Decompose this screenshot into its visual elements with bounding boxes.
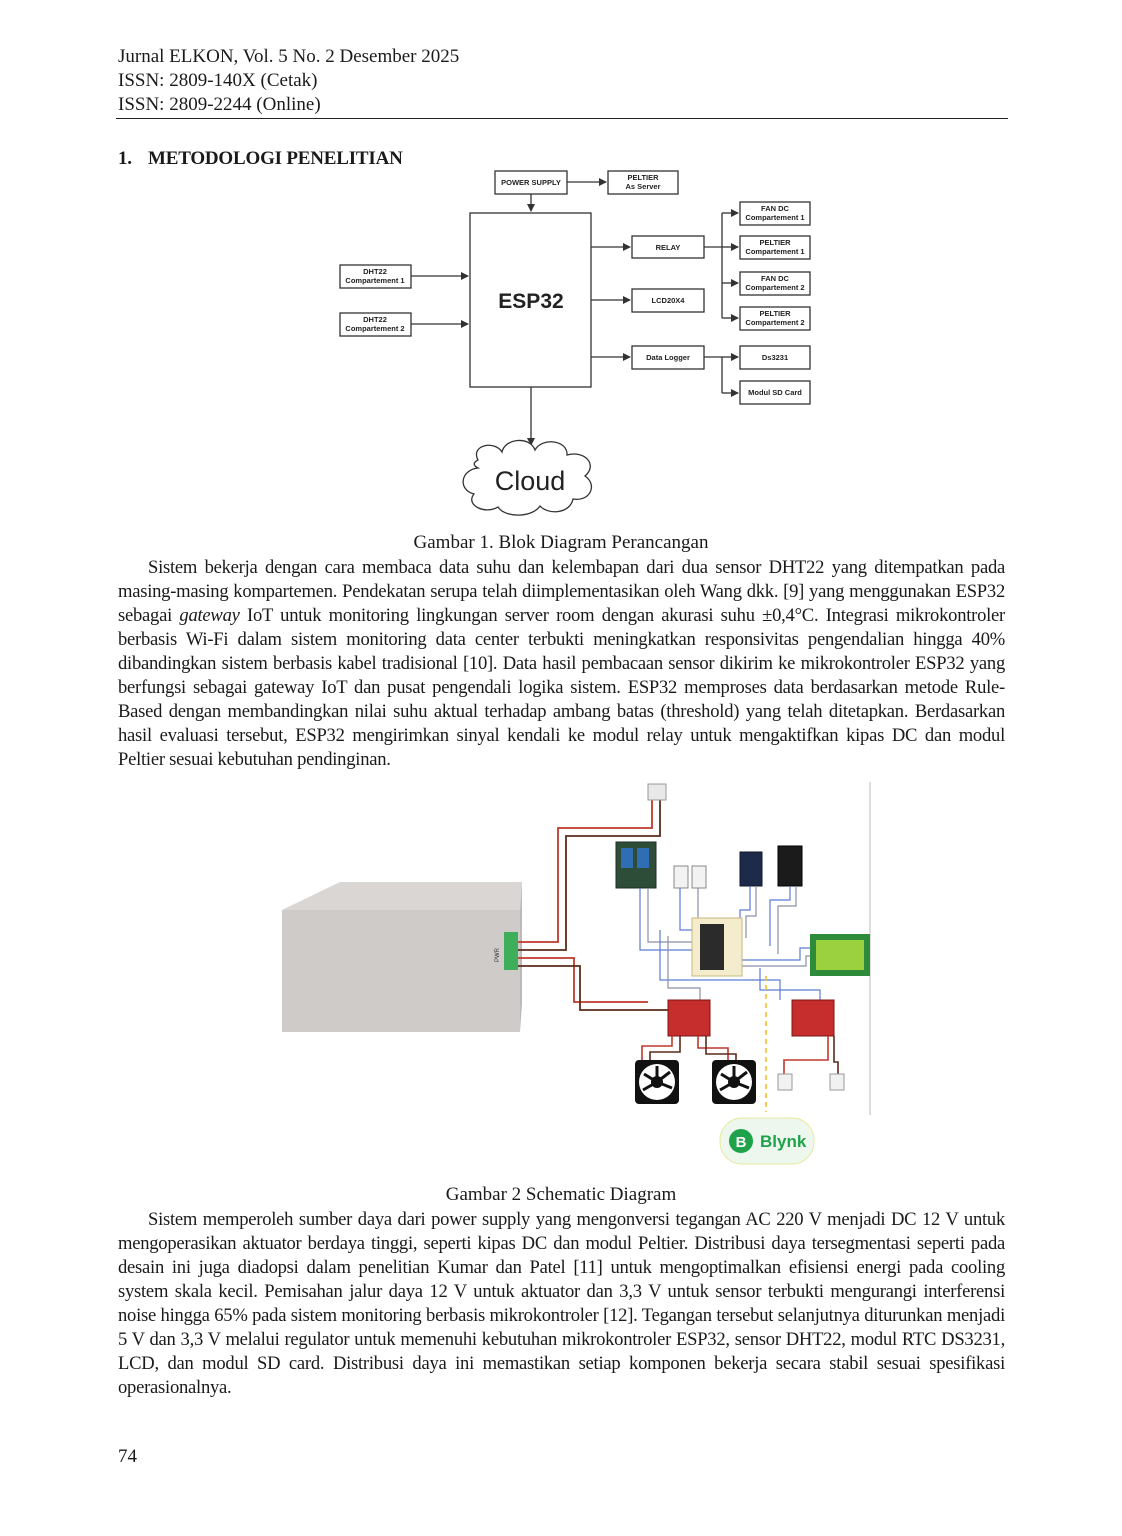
sd-card-label: Modul SD Card (748, 388, 802, 397)
dht22-sensor-2 (691, 865, 707, 889)
section-title-text: METODOLOGI PENELITIAN (148, 148, 403, 169)
figure-1-caption: Gambar 1. Blok Diagram Perancangan (413, 532, 709, 553)
peltier-server-label-2: As Server (625, 182, 660, 191)
fan-1-label-1: FAN DC (761, 204, 790, 213)
issn-online: ISSN: 2809-2244 (Online) (118, 94, 321, 115)
cloud-shape (462, 439, 593, 516)
paragraph-1-part-a: Sistem bekerja dengan cara membaca data … (118, 557, 1005, 626)
peltier-1-label-2: Compartement 1 (745, 247, 804, 256)
peltier-compartment-2-block (739, 306, 811, 331)
motor-driver-1 (667, 999, 711, 1037)
rtc-module (739, 851, 763, 887)
fan-1-label-2: Compartement 1 (745, 213, 804, 222)
header-rule (116, 118, 1008, 119)
dht22-a-label-2: Compartement 1 (345, 276, 404, 285)
sd-card-block (739, 380, 811, 405)
peltier-connector-1 (777, 1073, 793, 1091)
power-supply-label: POWER SUPPLY (501, 178, 561, 187)
blynk-logo: B Blynk (719, 1117, 815, 1165)
section-heading: 1. METODOLOGI PENELITIAN (118, 148, 403, 170)
block-diagram: POWER SUPPLY PELTIER As Server DHT22 Com… (339, 170, 811, 516)
sd-card-module (777, 845, 803, 887)
motor-driver-2 (791, 999, 835, 1037)
fan-2-label-1: FAN DC (761, 274, 790, 283)
data-logger-label: Data Logger (646, 353, 690, 362)
peltier-server-label-1: PELTIER (627, 173, 659, 182)
paragraph-2: Sistem memperoleh sumber daya dari power… (118, 1209, 1005, 1398)
dht22-b-label-2: Compartement 2 (345, 324, 404, 333)
lcd-label: LCD20X4 (652, 296, 686, 305)
fan-dc-1 (635, 1060, 679, 1104)
cloud-label: Cloud (495, 466, 566, 496)
schematic-diagram: PWR (282, 782, 871, 1165)
dht22-b-label-1: DHT22 (363, 315, 387, 324)
fan-compartment-2-block (739, 271, 811, 296)
lcd-block (631, 288, 705, 313)
peltier-compartment-1-block (739, 235, 811, 260)
esp32-block (469, 212, 592, 388)
peltier-2-label-2: Compartement 2 (745, 318, 804, 327)
ds3231-label: Ds3231 (762, 353, 788, 362)
paragraph-1: Sistem bekerja dengan cara membaca data … (118, 556, 1005, 772)
ds3231-block (739, 345, 811, 370)
peltier-connector-2 (829, 1073, 845, 1091)
dht22-sensor-1 (673, 865, 689, 889)
blynk-badge: B (736, 1134, 747, 1151)
fan-compartment-1-block (739, 201, 811, 226)
peltier-2-label-1: PELTIER (759, 309, 791, 318)
svg-text:PWR: PWR (495, 947, 501, 962)
paragraph-1-part-b: IoT untuk monitoring lingkungan server r… (118, 605, 1005, 770)
blynk-wordmark: Blynk (760, 1132, 807, 1151)
peltier-server-block (607, 170, 679, 195)
fan-2-label-2: Compartement 2 (745, 283, 804, 292)
figure-2-caption: Gambar 2 Schematic Diagram (445, 1184, 677, 1205)
relay-label: RELAY (656, 243, 681, 252)
esp32-label: ESP32 (498, 290, 563, 313)
page-number: 74 (118, 1446, 137, 1467)
section-number: 1. (118, 148, 132, 169)
issn-print: ISSN: 2809-140X (Cetak) (118, 70, 318, 91)
paragraph-1-emphasis: gateway (179, 605, 240, 626)
running-header: Jurnal ELKON, Vol. 5 No. 2 Desember 2025… (118, 45, 459, 117)
dht22-a-label-1: DHT22 (363, 267, 387, 276)
journal-name: Jurnal ELKON, Vol. 5 No. 2 Desember 2025 (118, 46, 460, 67)
peltier-1-label-1: PELTIER (759, 238, 791, 247)
power-supply-enclosure: PWR (282, 882, 522, 1032)
fan-dc-2 (712, 1060, 756, 1104)
